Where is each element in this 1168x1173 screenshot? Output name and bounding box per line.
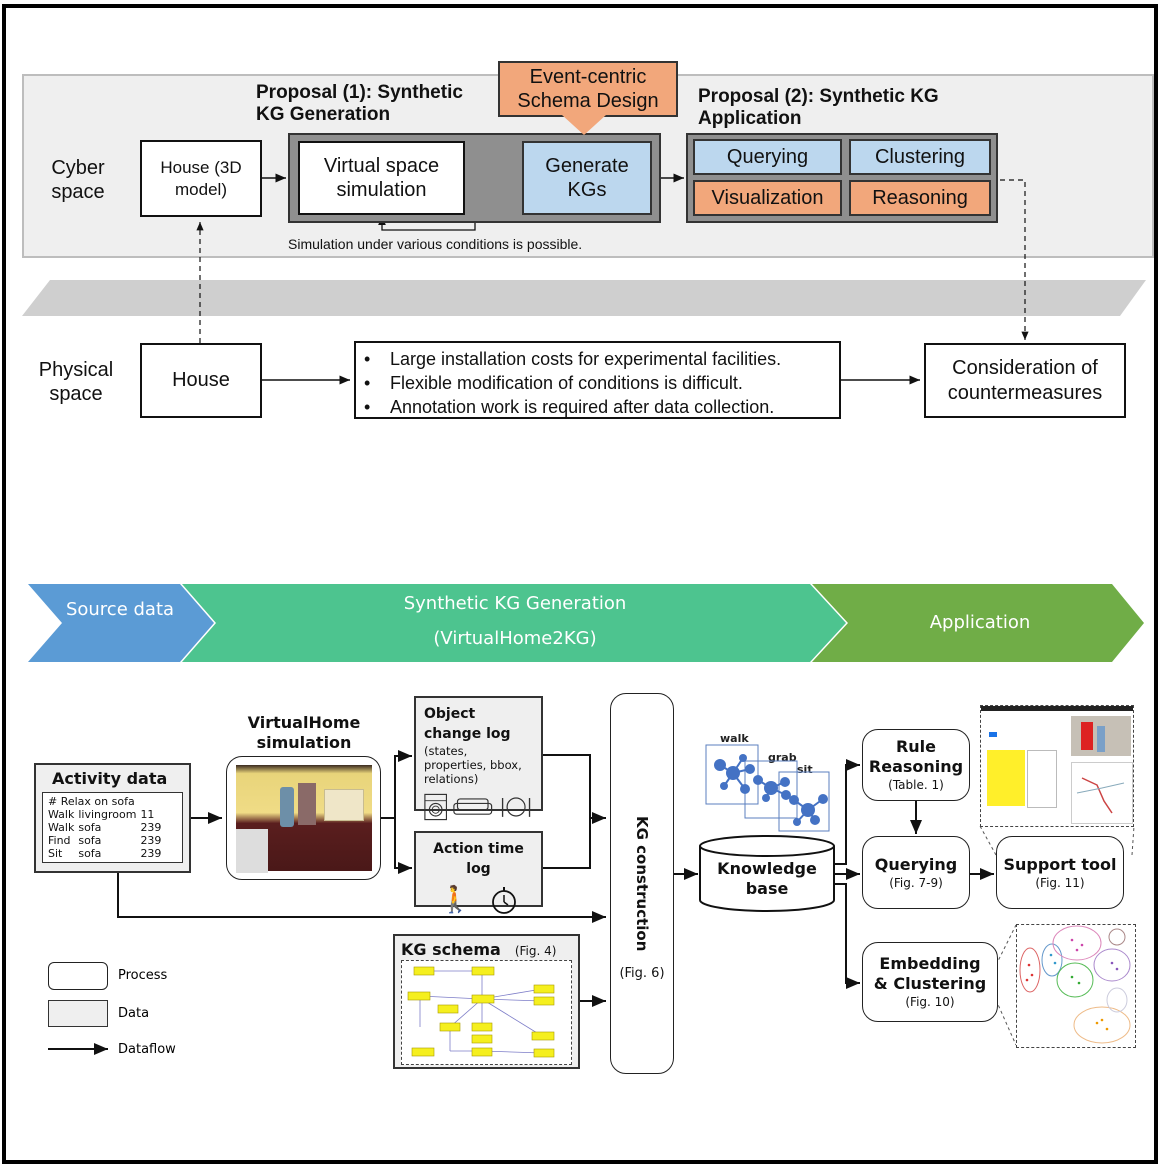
row-label-cyber: Cyber space [51,157,105,203]
kg-schema-box: KG schema (Fig. 4) [393,934,580,1069]
kg-schema-header: KG schema (Fig. 4) [401,940,572,960]
action-time-log-box: Action time log 🚶 [414,831,543,915]
tool-role-factor [1027,750,1057,808]
knowledge-base-cylinder [699,835,835,912]
tool-video-list [987,750,1025,806]
legend-data-swatch [48,1000,108,1027]
simulation-loop-note: Simulation under various conditions is p… [288,236,583,252]
kg-schema-title: KG schema [401,940,501,959]
chevron-source-data [28,584,214,662]
stage-label-source: Source data [65,599,175,620]
sofa-icon [453,798,493,815]
generate-kgs-box: Generate KGs [522,141,652,215]
cluster-plot-thumbnail [1016,924,1136,1048]
kg-construction-ref: (Fig. 6) [619,965,665,981]
kg-construction-box: KG construction (Fig. 6) [610,693,674,1074]
tool-video [1071,716,1131,756]
row-label-physical: Physical space [38,359,114,405]
rule-reasoning-box: Rule Reasoning (Table. 1) [862,729,970,801]
embedding-ref: (Fig. 10) [905,995,955,1009]
cyber-physical-boundary [22,280,1146,316]
issue-item: Large installation costs for experimenta… [364,347,831,371]
support-tool-screenshot [980,705,1134,827]
legend-process-swatch [48,962,108,990]
querying-title: Querying [874,854,958,874]
object-log-title: Object change log [424,706,511,742]
legend-dataflow-label: Dataflow [118,1042,176,1057]
legend-data-label: Data [118,1006,150,1021]
activity-comment: # Relax on sofa [48,795,135,808]
simulation-screenshot [235,765,372,873]
kg-schema-thumbnail [401,960,572,1065]
proposal1-title: Proposal (1): Synthetic KG Generation [256,82,463,125]
proposal2-title: Proposal (2): Synthetic KG Application [698,86,939,129]
virtualhome-title: VirtualHome simulation [247,713,361,752]
virtualhome-simulation-box [226,756,381,880]
stage-sublabel-generation: (VirtualHome2KG) [433,628,597,649]
issue-item: Flexible modification of conditions is d… [364,371,831,395]
figure-frame [2,4,1158,1164]
embedding-title: Embedding & Clustering [873,954,987,993]
countermeasures-box: Consideration of countermeasures [924,343,1126,418]
kg-label-sit: sit [797,763,813,776]
issues-list: Large installation costs for experimenta… [354,341,841,419]
app-reasoning: Reasoning [849,180,991,216]
action-log-title: Action time log [433,841,524,877]
stage-label-generation: Synthetic KG Generation [403,593,627,614]
embedding-clustering-box: Embedding & Clustering (Fig. 10) [862,942,998,1022]
callout-pointer [562,115,606,135]
querying-box: Querying (Fig. 7-9) [862,836,970,909]
dishware-icon [501,797,531,817]
walking-person-icon: 🚶 [439,885,472,915]
avatar-figure [279,787,294,827]
physical-house-box: House [140,343,262,418]
app-visualization: Visualization [693,180,842,216]
querying-ref: (Fig. 7-9) [889,875,943,890]
action-icons: 🚶 [424,885,533,915]
kg-graph-illustration [705,744,830,832]
virtual-space-simulation-box: Virtual space simulation [298,141,465,215]
kg-label-walk: walk [720,732,749,745]
app-clustering: Clustering [849,139,991,175]
rule-reasoning-ref: (Table. 1) [888,778,944,792]
app-querying: Querying [693,139,842,175]
support-tool-ref: (Fig. 11) [1035,875,1085,890]
rule-reasoning-title: Rule Reasoning [868,737,964,776]
washing-machine-icon [424,793,448,821]
chevron-kg-generation [182,584,846,662]
tool-button [989,732,997,737]
chevron-application [812,584,1144,662]
door [297,783,316,825]
event-centric-schema-callout: Event-centric Schema Design [498,61,678,117]
object-icons [424,792,533,822]
object-change-log-box: Object change log (states, properties, b… [414,696,543,821]
support-tool-title: Support tool [1003,854,1117,874]
support-tool-box: Support tool (Fig. 11) [996,836,1124,909]
kg-schema-ref: (Fig. 4) [514,944,557,958]
monitor [235,829,268,873]
stopwatch-icon [491,887,516,914]
stage-label-application: Application [929,612,1031,633]
object-log-subtitle: (states, properties, bbox, relations) [424,744,522,786]
kg-construction-title: KG construction [633,816,651,952]
tool-graph [1071,762,1133,824]
shelf [323,789,364,821]
schema-graph-thumbnail [407,966,555,1058]
legend-process-label: Process [118,968,168,983]
tool-titlebar [981,706,1133,711]
house-3d-model-box: House (3D model) [140,140,262,217]
activity-data-title: Activity data [52,769,168,788]
knowledge-base-label: Knowledge base [717,859,817,898]
issue-item: Annotation work is required after data c… [364,395,831,419]
